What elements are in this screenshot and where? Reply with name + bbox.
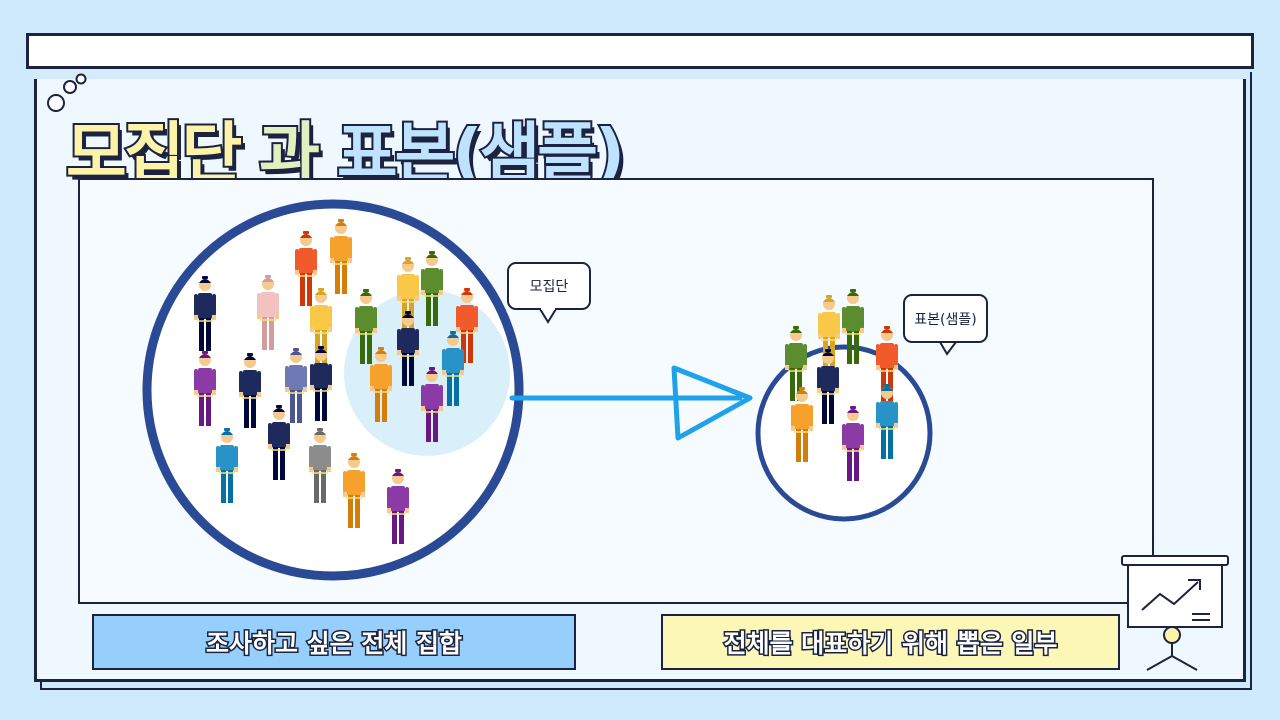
population-definition-label: 조사하고 싶은 전체 집합 [92,614,576,670]
sample-person [817,349,839,424]
topbar-shadow [34,69,1246,79]
sample-person [842,406,864,481]
population-person [343,453,365,528]
population-people [194,219,478,544]
population-person [387,469,409,544]
population-person [309,428,331,503]
sample-speech-bubble: 표본(샘플) [903,294,988,343]
population-person [194,276,216,351]
population-person [370,347,392,422]
sample-person [876,384,898,459]
population-person [456,288,478,363]
population-person [421,251,443,326]
population-person [355,289,377,364]
population-person [330,219,352,294]
sample-definition-label: 전체를 대표하기 위해 뽑은 일부 [661,614,1120,670]
sample-people [785,289,898,481]
sample-person [842,289,864,364]
population-bubble-text: 모집단 [529,279,569,295]
sample-bubble-text: 표본(샘플) [914,311,977,328]
population-person [239,353,261,428]
population-person [216,428,238,503]
population-person [194,351,216,426]
population-bubble-tail [539,308,557,324]
presentation-chart-icon [1121,555,1229,671]
sample-definition-text: 전체를 대표하기 위해 뽑은 일부 [722,628,1059,660]
whiteboard-top-bar [26,33,1254,69]
population-person [421,367,443,442]
population-person [310,288,332,363]
population-person [310,346,332,421]
population-person [295,231,317,306]
sample-bubble-tail [939,341,957,356]
sample-person [785,326,807,401]
sample-person [791,387,813,462]
population-person [285,348,307,423]
population-definition-text: 조사하고 싶은 전체 집합 [204,628,463,660]
population-person [257,275,279,350]
selection-arrow-head [671,365,753,441]
sample-person [876,326,898,401]
population-person [268,405,290,480]
population-person [442,331,464,406]
sample-person [818,295,840,370]
population-person [397,311,419,386]
